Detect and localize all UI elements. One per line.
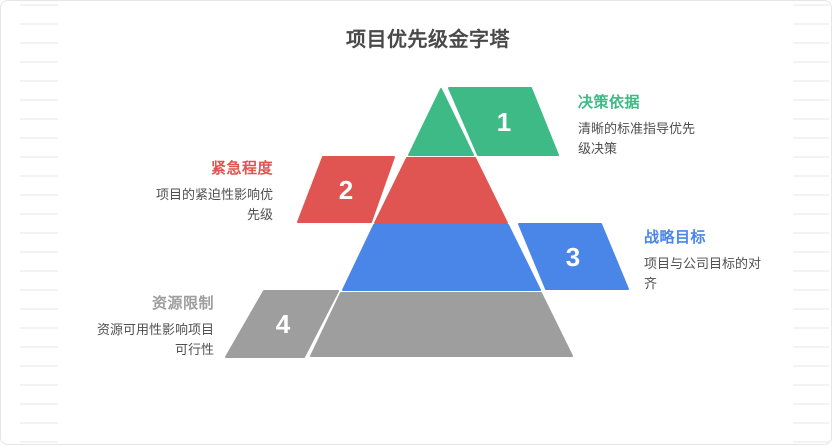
level-4-description: 资源可用性影响项目可行性 — [96, 322, 214, 357]
level-2-labelblock: 紧急程度 项目的紧迫性影响优先级 — [149, 157, 273, 225]
pyramid-level-4-shape — [310, 292, 573, 357]
level-4-number: 4 — [276, 309, 291, 339]
level-1-description: 清晰的标准指导优先级决策 — [578, 121, 696, 156]
level-2-number: 2 — [339, 175, 353, 205]
pyramid-level-1-shape — [408, 88, 474, 156]
level-2-title: 紧急程度 — [210, 160, 273, 177]
pyramid-level-4-tab — [225, 290, 339, 358]
pyramid-level-3-shape — [342, 224, 541, 291]
level-1-title: 决策依据 — [578, 94, 641, 111]
pyramid-level-1-tab — [448, 87, 559, 156]
pyramid-level-3-tab — [518, 223, 629, 290]
page-title: 项目优先级金字塔 — [346, 29, 510, 51]
level-2-description: 项目的紧迫性影响优先级 — [155, 187, 273, 222]
level-3-title: 战略目标 — [644, 229, 707, 246]
level-3-labelblock: 战略目标 项目与公司目标的对齐 — [644, 226, 768, 294]
pyramid-level-2-tab — [297, 156, 395, 223]
level-1-number: 1 — [497, 107, 511, 137]
level-3-description: 项目与公司目标的对齐 — [644, 256, 762, 291]
level-4-labelblock: 资源限制 资源可用性影响项目可行性 — [90, 292, 214, 360]
level-1-labelblock: 决策依据 清晰的标准指导优先级决策 — [578, 91, 702, 159]
level-4-title: 资源限制 — [151, 295, 214, 312]
level-3-number: 3 — [566, 242, 580, 272]
pyramid-level-2-shape — [374, 157, 508, 224]
